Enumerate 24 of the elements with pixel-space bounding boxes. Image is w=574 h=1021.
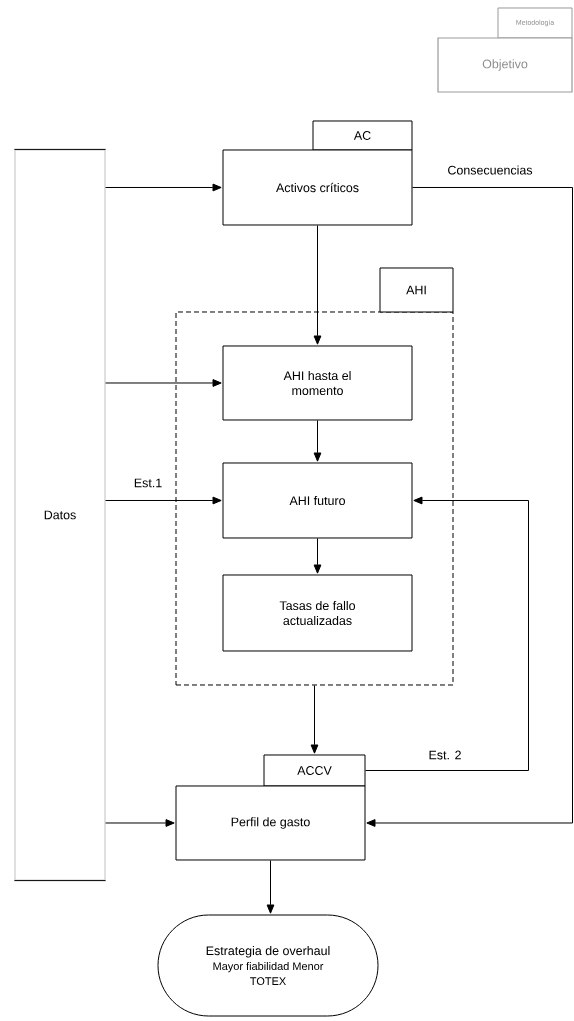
process-box: AC Activos críticos <box>222 120 413 226</box>
node-label: ACCV <box>297 766 332 775</box>
edge-label: Est.1 <box>132 477 164 489</box>
arrow <box>105 819 175 827</box>
arrow <box>266 860 275 914</box>
arrow <box>313 538 322 574</box>
data-bar: Datos <box>13 148 107 882</box>
arrow <box>310 685 319 754</box>
process-box: AHI futuro <box>222 462 413 539</box>
process-box: Tasas de fallo actualizadas <box>222 574 413 652</box>
terminal-box: Estrategia de overhaul Mayor fiabilidad Menor TOTEX <box>157 914 379 1017</box>
arrow <box>105 379 222 387</box>
arrow <box>313 225 322 345</box>
node-label: AHI <box>406 285 426 295</box>
node-label: AC <box>353 131 371 140</box>
process-box: AHI hasta el momento <box>222 345 413 421</box>
arrow <box>105 183 222 192</box>
process-box: ACCV Perfil de gasto <box>175 754 366 861</box>
edge-label: Consecuencias <box>446 164 534 176</box>
arrow <box>366 187 573 827</box>
arrow <box>313 420 322 462</box>
edge-label: Est. 2 <box>427 749 463 761</box>
arrow <box>365 496 529 771</box>
arrow <box>105 496 222 505</box>
